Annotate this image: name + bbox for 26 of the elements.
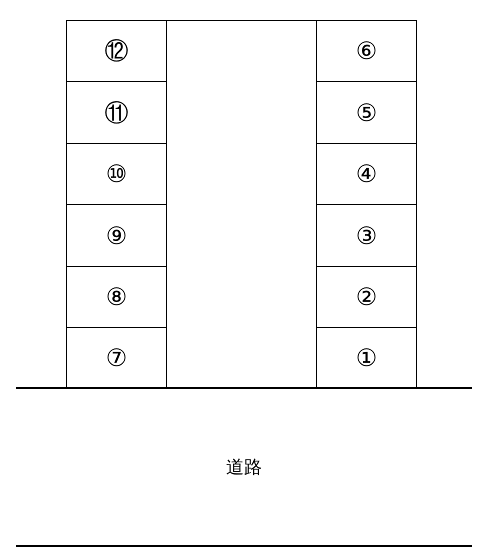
space-number: ⑫ <box>104 39 128 63</box>
space-number: ① <box>356 346 378 370</box>
parking-space <box>316 143 417 205</box>
parking-space <box>66 204 167 267</box>
parking-space <box>66 143 167 205</box>
space-number: ⑦ <box>106 346 128 370</box>
space-number: ⑨ <box>106 224 128 248</box>
road <box>16 387 472 547</box>
space-number: ⑪ <box>104 100 128 124</box>
space-number: ③ <box>356 224 378 248</box>
space-number: ② <box>356 285 378 309</box>
parking-space <box>316 204 417 267</box>
parking-space <box>66 81 167 144</box>
space-number: ⑧ <box>106 285 128 309</box>
road-label: 道路 <box>226 456 262 479</box>
parking-space <box>316 266 417 328</box>
parking-space <box>316 20 417 82</box>
space-number: ④ <box>356 162 378 186</box>
parking-space <box>66 20 167 82</box>
space-number: ⑥ <box>356 39 378 63</box>
parking-space <box>66 327 167 389</box>
space-number: ⑩ <box>106 162 128 186</box>
parking-space <box>316 81 417 144</box>
space-number: ⑤ <box>356 100 378 124</box>
parking-space <box>316 327 417 389</box>
parking-space <box>66 266 167 328</box>
